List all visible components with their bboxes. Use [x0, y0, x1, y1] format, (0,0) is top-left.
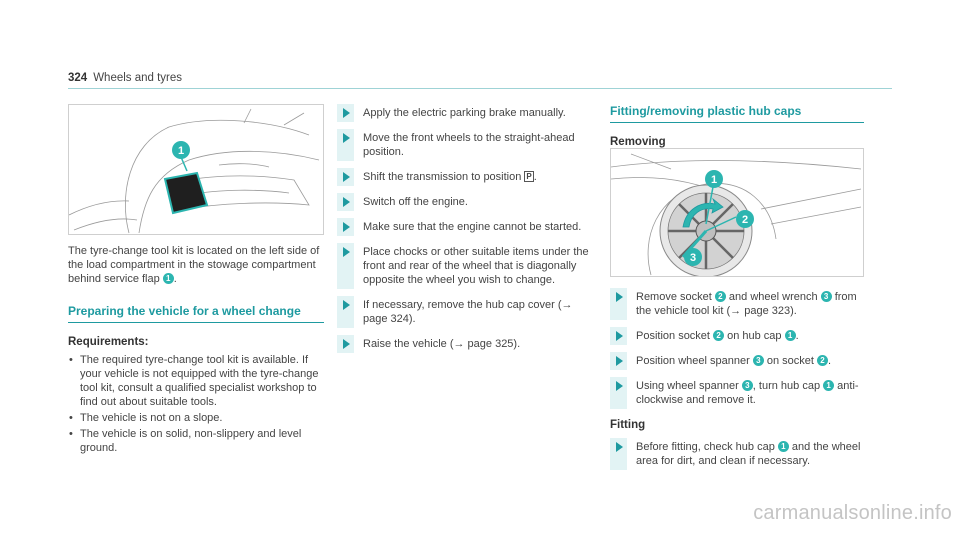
section-heading-hub-caps: Fitting/removing plastic hub caps — [610, 104, 864, 123]
callout-3 — [684, 248, 702, 266]
step-item: Switch off the engine. — [337, 193, 597, 211]
step-arrow-icon — [343, 133, 350, 143]
callout-badge: 2 — [714, 291, 726, 302]
step-item: Make sure that the engine cannot be star… — [337, 218, 597, 236]
section-heading-preparing: Preparing the vehicle for a wheel change — [68, 304, 324, 323]
fitting-label: Fitting — [610, 419, 646, 431]
callout-badge: 1 — [784, 330, 796, 341]
step-arrow-icon — [616, 292, 623, 302]
step-arrow-icon — [616, 331, 623, 341]
illustration-caption: The tyre-change tool kit is located on t… — [68, 245, 320, 285]
page-number: 324 — [68, 72, 88, 84]
park-position-symbol: P — [524, 171, 534, 182]
step-arrow-icon — [343, 300, 350, 310]
callout-2 — [736, 210, 754, 228]
step-item: Apply the electric parking brake manuall… — [337, 104, 597, 122]
step-arrow-icon — [343, 339, 350, 349]
step-item: Move the front wheels to the straight-ah… — [337, 129, 597, 161]
callout-1-label: 1 — [178, 145, 184, 157]
step-item: Place chocks or other suitable items und… — [337, 243, 597, 289]
callout-1 — [705, 170, 723, 188]
rotate-arrow-icon — [682, 197, 724, 228]
callout-3-label: 3 — [690, 252, 696, 264]
load-compartment-drawing: 1 — [68, 108, 320, 234]
watermark: carmanualsonline.info — [753, 502, 952, 524]
callout-1-label: 1 — [711, 174, 717, 186]
requirement-item: •The required tyre-change tool kit is av… — [69, 354, 319, 408]
step-item: If necessary, remove the hub cap cover (… — [337, 296, 597, 328]
callout-badge: 1 — [823, 380, 835, 391]
header-divider — [68, 88, 892, 89]
removing-label: Removing — [610, 136, 666, 148]
callout-badge: 1 — [777, 441, 789, 452]
step-item: Position wheel spanner 3 on socket 2. — [610, 352, 864, 370]
column-2: Apply the electric parking brake manuall… — [337, 104, 597, 362]
section-title: Wheels and tyres — [93, 72, 183, 84]
callout-badge: 3 — [741, 380, 753, 391]
hub-cap-drawing: 1 2 3 — [610, 153, 862, 278]
load-compartment-illustration: 1 — [68, 104, 324, 235]
step-item: Shift the transmission to position P. — [337, 168, 597, 186]
callout-1 — [172, 141, 190, 159]
step-item: Using wheel spanner 3, turn hub cap 1 an… — [610, 377, 864, 409]
step-item: Raise the vehicle (→ page 325). — [337, 335, 597, 353]
callout-badge: 2 — [713, 330, 725, 341]
requirement-item: •The vehicle is on solid, non-slippery a… — [69, 428, 302, 454]
step-arrow-icon — [343, 197, 350, 207]
callout-badge: 3 — [820, 291, 832, 302]
step-arrow-icon — [343, 172, 350, 182]
step-arrow-icon — [616, 442, 623, 452]
step-arrow-icon — [616, 381, 623, 391]
step-item: Position socket 2 on hub cap 1. — [610, 327, 864, 345]
callout-badge: 2 — [817, 355, 828, 366]
step-item: Remove socket 2 and wheel wrench 3 from … — [610, 288, 864, 320]
step-arrow-icon — [343, 247, 350, 257]
column-1: The tyre-change tool kit is located on t… — [68, 244, 324, 457]
page-header: 324 Wheels and tyres — [68, 72, 182, 84]
step-item: Before fitting, check hub cap 1 and the … — [610, 438, 864, 470]
requirements-label: Requirements: — [68, 336, 149, 348]
step-arrow-icon — [616, 356, 623, 366]
requirement-item: •The vehicle is not on a slope. — [69, 412, 223, 424]
callout-badge: 1 — [162, 273, 174, 284]
step-arrow-icon — [343, 222, 350, 232]
hub-cap-illustration: 1 2 3 — [610, 148, 864, 278]
column-3: Fitting/removing plastic hub caps Removi… — [610, 104, 864, 153]
step-arrow-icon — [343, 108, 350, 118]
column-3-steps: Remove socket 2 and wheel wrench 3 from … — [610, 288, 864, 479]
callout-badge: 3 — [752, 355, 764, 366]
callout-2-label: 2 — [742, 214, 748, 226]
